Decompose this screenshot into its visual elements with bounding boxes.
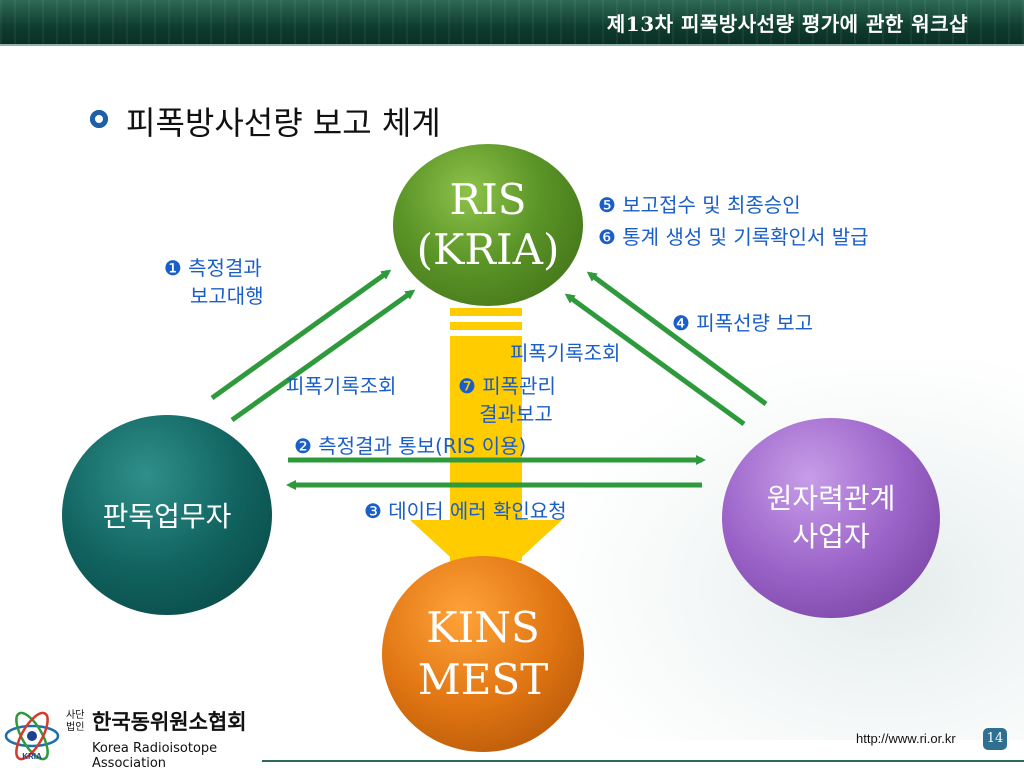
- node-kins-line1: KINS: [426, 603, 540, 652]
- arrow-step1: [210, 269, 392, 401]
- footer-divider: [262, 760, 1024, 762]
- big-down-arrow: [410, 308, 562, 590]
- label-step6: ❻ 통계 생성 및 기록확인서 발급: [598, 225, 869, 249]
- node-ris-line1: RIS: [449, 175, 527, 224]
- org-name: 한국동위원소협회: [92, 710, 247, 734]
- org-english-name: Korea Radioisotope Association: [92, 741, 218, 771]
- label-step7-line1: ❼ 피폭관리: [458, 374, 556, 398]
- logo-text: KRIA: [22, 752, 42, 761]
- header-stripe: [0, 0, 1024, 44]
- label-step2: ❷ 측정결과 통보(RIS 이용): [294, 434, 527, 458]
- node-kins-line2: MEST: [417, 655, 549, 704]
- label-step1: ❶ 측정결과 보고대행: [162, 254, 264, 310]
- website-link[interactable]: http://www.ri.or.kr: [856, 731, 956, 746]
- header-bar: 제13차 피폭방사선량 평가에 관한 워크샵: [0, 0, 1024, 44]
- node-nuclear-licensee-line1: 원자력관계: [766, 482, 896, 515]
- label-query-right: 피폭기록조회: [510, 341, 621, 365]
- label-step4: ❹ 피폭선량 보고: [672, 311, 814, 335]
- node-reading-operator: 판독업무자: [62, 415, 272, 615]
- node-kins-mest: KINS MEST: [382, 556, 584, 752]
- org-prefix: 사단법인: [66, 710, 85, 733]
- org-logo: KRIA 사단법인 한국동위원소협회 Korea Radioisotope As…: [2, 706, 262, 771]
- bullet-icon: [90, 110, 108, 128]
- header-title: 제13차 피폭방사선량 평가에 관한 워크샵: [606, 12, 968, 36]
- arrow-step4: [586, 271, 768, 407]
- label-step1-line2: 보고대행: [190, 284, 264, 308]
- label-query-left: 피폭기록조회: [286, 374, 397, 398]
- label-step1-line1: ❶ 측정결과: [163, 256, 262, 280]
- arrow-query-left: [230, 289, 416, 423]
- page-number-badge: 14: [983, 728, 1007, 750]
- node-reading-operator-label: 판독업무자: [102, 500, 232, 533]
- node-ris-line2: (KRIA): [416, 225, 560, 274]
- node-nuclear-licensee: 원자력관계 사업자: [722, 418, 940, 618]
- slide-subtitle: 피폭방사선량 보고 체계: [126, 104, 441, 142]
- header-divider: [0, 44, 1024, 46]
- node-nuclear-licensee-line2: 사업자: [792, 520, 870, 553]
- label-step3: ❸ 데이터 에러 확인요청: [364, 499, 567, 523]
- node-ris-kria: RIS (KRIA): [393, 144, 583, 306]
- arrow-query-right: [564, 293, 746, 427]
- label-step7-line2: 결과보고: [479, 402, 553, 426]
- atom-logo-icon: KRIA: [4, 711, 60, 761]
- label-step5: ❺ 보고접수 및 최종승인: [598, 193, 801, 217]
- label-step7: ❼ 피폭관리 결과보고: [458, 372, 556, 428]
